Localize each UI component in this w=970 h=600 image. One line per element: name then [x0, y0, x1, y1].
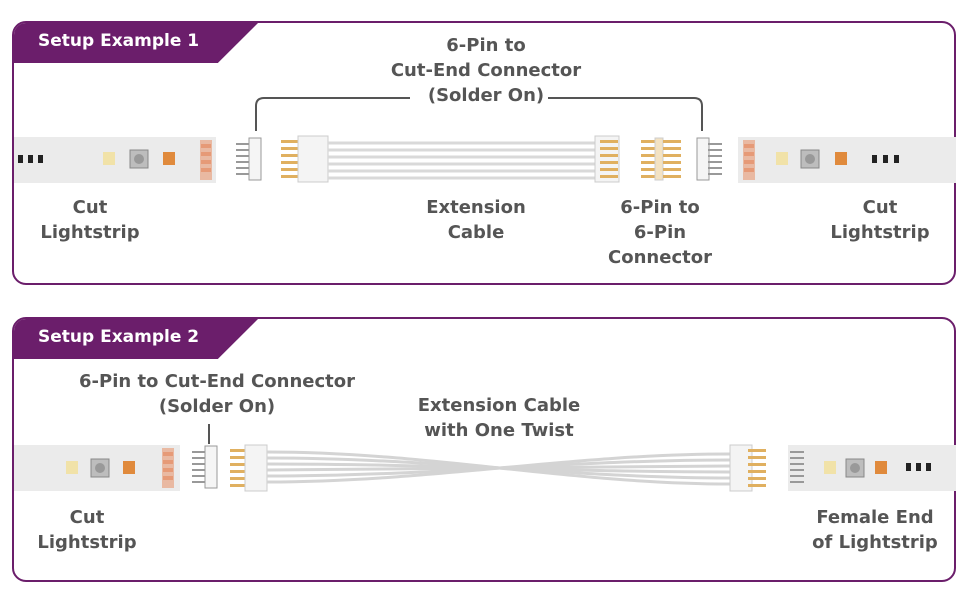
extension-cable-twist-2 — [230, 444, 766, 492]
right-solder-connector-1 — [696, 137, 722, 181]
setup-example-2-tab: Setup Example 2 — [14, 319, 260, 359]
label-line: Connector — [608, 247, 712, 268]
label-line: Cable — [447, 222, 505, 243]
label-line: 6-Pin to Cut-End Connector — [79, 371, 355, 392]
left-lightstrip-2 — [14, 445, 180, 491]
label-line: (Solder On) — [158, 396, 276, 417]
label-line: 6-Pin to — [620, 197, 700, 218]
extension-cable-1 — [281, 135, 620, 183]
right-lightstrip-2 — [788, 445, 956, 491]
cut-end-connector-label-2: 6-Pin to Cut-End Connector (Solder On) — [67, 369, 367, 419]
label-line: 6-Pin to — [446, 35, 526, 56]
label-line: with One Twist — [424, 420, 574, 441]
pin-connector-label-1: 6-Pin to 6-Pin Connector — [590, 195, 730, 270]
left-lightstrip-label-2: Cut Lightstrip — [17, 505, 157, 555]
label-line: Female End — [816, 507, 934, 528]
label-line: Cut-End Connector — [390, 60, 582, 81]
extension-cable-label-1: Extension Cable — [406, 195, 546, 245]
bracket-line-1 — [255, 97, 703, 131]
label-line: Lightstrip — [37, 532, 137, 553]
label-line: Cut — [72, 197, 108, 218]
female-end-label-2: Female End of Lightstrip — [800, 505, 950, 555]
right-lightstrip-1 — [738, 137, 956, 183]
setup-example-1-tab: Setup Example 1 — [14, 23, 260, 63]
solder-connector-1 — [236, 137, 262, 181]
label-line: Lightstrip — [830, 222, 930, 243]
label-line: of Lightstrip — [812, 532, 938, 553]
left-lightstrip-label-1: Cut Lightstrip — [20, 195, 160, 245]
solder-connector-2 — [192, 445, 218, 489]
right-lightstrip-label-1: Cut Lightstrip — [810, 195, 950, 245]
pin-connector-1 — [641, 137, 681, 181]
label-line: Extension Cable — [417, 395, 581, 416]
left-lightstrip-1 — [14, 137, 216, 183]
label-line: Lightstrip — [40, 222, 140, 243]
label-line: Cut — [862, 197, 898, 218]
label-line: 6-Pin — [633, 222, 687, 243]
label-line: Cut — [69, 507, 105, 528]
cut-end-connector-label-1: 6-Pin to Cut-End Connector (Solder On) — [366, 33, 606, 108]
label-line: (Solder On) — [427, 85, 545, 106]
label-line: Extension — [426, 197, 526, 218]
twist-cable-label-2: Extension Cable with One Twist — [394, 393, 604, 443]
